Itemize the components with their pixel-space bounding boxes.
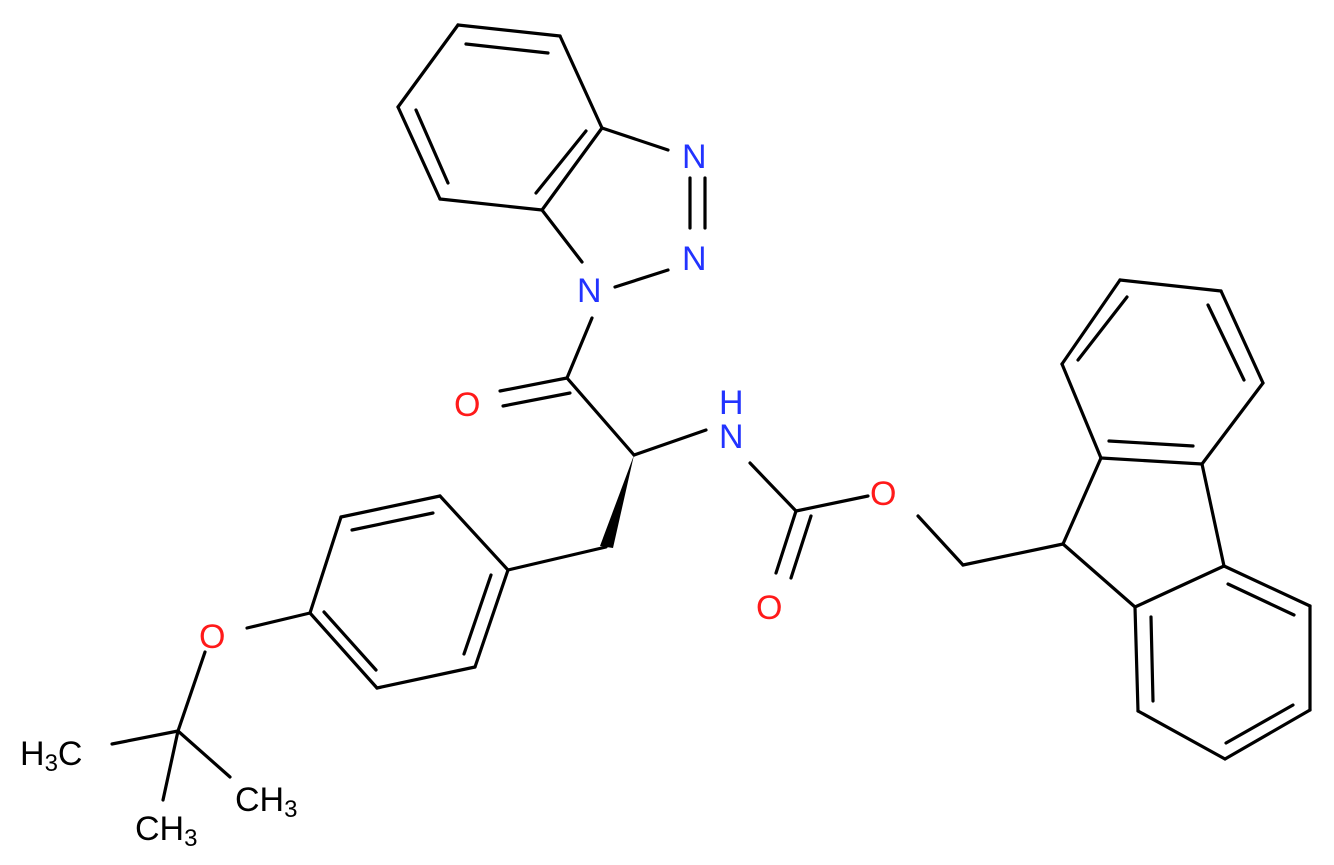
tert-butyl-group: [110, 650, 232, 802]
ketone-double-bond: [498, 376, 572, 408]
phenyl-ring: [308, 494, 510, 690]
atom-n-triazole-ring: N: [577, 272, 602, 310]
label-ch3-bottom: CH3: [135, 810, 197, 852]
bond-carbonyl-alpha: [565, 376, 636, 457]
atom-o-ester: O: [870, 475, 896, 513]
atom-n-triazole-mid: N: [682, 240, 707, 278]
atom-n-amide: N: [719, 418, 744, 456]
atom-o-carbonyl: O: [756, 589, 782, 627]
atom-h-amide: H: [719, 384, 744, 422]
fluorene-system: [1060, 278, 1312, 761]
bond-alpha-nh: [632, 428, 708, 457]
stereo-wedge-bond: [600, 455, 634, 548]
triazole-ring: [540, 126, 707, 289]
label-ch3-left: H3C: [20, 735, 82, 777]
atom-o-ether: O: [199, 618, 225, 656]
carbamate-group: [748, 461, 1065, 580]
atom-n-triazole-top: N: [682, 138, 707, 176]
bond-ch2-aryl: [506, 545, 608, 572]
benzotriazole-benzene-ring: [396, 23, 604, 212]
bond-n-carbonyl: [565, 316, 594, 380]
bond-aryl-ether-o: [245, 611, 312, 630]
label-ch3-right: CH3: [235, 781, 297, 823]
atom-o-ketone: O: [454, 386, 480, 424]
